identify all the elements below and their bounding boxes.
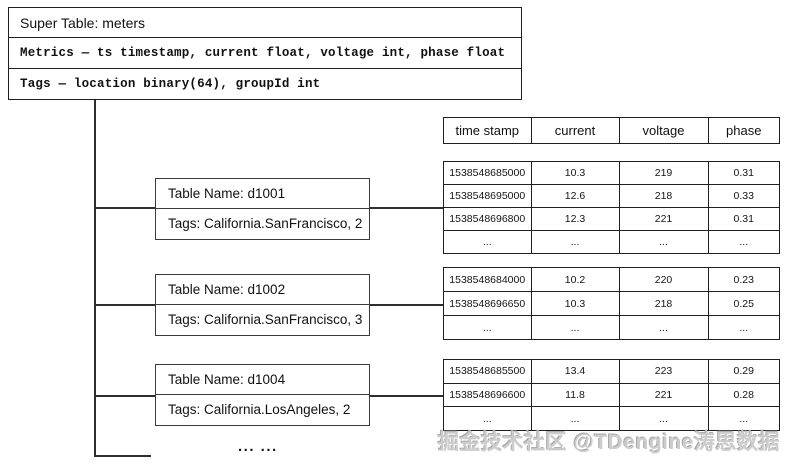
data-table-d1002: 1538548684000 10.2 220 0.23 153854869665… bbox=[443, 267, 780, 340]
branch-d1001-left bbox=[94, 207, 155, 209]
cell-current: 12.3 bbox=[530, 208, 619, 230]
super-table-title: Super Table: meters bbox=[20, 14, 146, 31]
sub-table-box-d1001: Table Name: d1001 Tags: California.SanFr… bbox=[155, 178, 370, 240]
cell-ellipsis: ... bbox=[618, 407, 708, 431]
cell-current: 10.2 bbox=[530, 268, 619, 291]
cell-timestamp: 1538548695000 bbox=[449, 190, 526, 202]
column-header-voltage: voltage bbox=[618, 118, 708, 143]
cell-timestamp: 1538548696800 bbox=[449, 213, 526, 225]
cell-phase: 0.31 bbox=[707, 208, 780, 230]
column-header-phase: phase bbox=[707, 118, 780, 143]
sub-table-tags: Tags: California.LosAngeles, 2 bbox=[156, 394, 369, 423]
branch-more-tables bbox=[94, 455, 151, 457]
branch-d1001-right bbox=[369, 207, 443, 209]
cell-phase: 0.25 bbox=[707, 292, 780, 315]
table-row: 1538548685000 10.3 219 0.31 bbox=[444, 162, 779, 184]
sub-table-name: Table Name: d1004 bbox=[168, 372, 286, 388]
cell-ellipsis: ... bbox=[707, 231, 780, 253]
table-row-ellipsis: ... ... ... ... bbox=[444, 406, 780, 431]
watermark-text: 掘金技术社区 @TDengine涛思数据 bbox=[438, 431, 780, 454]
cell-voltage: 223 bbox=[618, 360, 708, 383]
cell-timestamp: 1538548685000 bbox=[449, 167, 526, 179]
sub-table-box-d1002: Table Name: d1002 Tags: California.SanFr… bbox=[155, 274, 370, 336]
data-table-d1001: 1538548685000 10.3 219 0.31 153854869500… bbox=[443, 161, 780, 254]
cell-phase: 0.33 bbox=[707, 185, 780, 207]
sub-table-tags: Tags: California.SanFrancisco, 3 bbox=[156, 304, 369, 333]
cell-ellipsis: ... bbox=[530, 407, 619, 431]
cell-voltage: 218 bbox=[618, 292, 708, 315]
cell-ellipsis: ... bbox=[482, 321, 492, 334]
cell-ellipsis: ... bbox=[707, 316, 780, 339]
cell-voltage: 220 bbox=[618, 268, 708, 291]
cell-voltage: 221 bbox=[618, 208, 708, 230]
cell-voltage: 221 bbox=[618, 383, 708, 407]
super-table-metrics: Metrics — ts timestamp, current float, v… bbox=[9, 37, 521, 68]
table-row: 1538548685500 13.4 223 0.29 bbox=[444, 360, 779, 383]
cell-timestamp: 1538548696600 bbox=[449, 389, 526, 401]
cell-timestamp: 1538548696650 bbox=[449, 297, 526, 310]
cell-ellipsis: ... bbox=[530, 231, 619, 253]
table-row: 1538548695000 12.6 218 0.33 bbox=[444, 184, 779, 207]
table-row: 1538548696600 11.8 221 0.28 bbox=[444, 382, 780, 407]
more-tables-ellipsis: ... ... bbox=[238, 438, 278, 455]
data-table-d1004: 1538548685500 13.4 223 0.29 153854869660… bbox=[443, 359, 780, 431]
cell-current: 11.8 bbox=[530, 383, 619, 407]
table-row: 1538548696650 10.3 218 0.25 bbox=[444, 291, 779, 315]
cell-phase: 0.31 bbox=[707, 162, 780, 184]
branch-d1002-left bbox=[94, 304, 155, 306]
cell-phase: 0.28 bbox=[707, 383, 780, 407]
sub-table-box-d1004: Table Name: d1004 Tags: California.LosAn… bbox=[155, 364, 370, 426]
table-row: 1538548684000 10.2 220 0.23 bbox=[444, 268, 779, 291]
cell-current: 10.3 bbox=[530, 162, 619, 184]
cell-timestamp: 1538548684000 bbox=[449, 273, 526, 286]
branch-d1004-left bbox=[94, 395, 155, 397]
cell-ellipsis: ... bbox=[482, 412, 492, 425]
cell-current: 12.6 bbox=[530, 185, 619, 207]
column-header-current: current bbox=[530, 118, 619, 143]
cell-voltage: 218 bbox=[618, 185, 708, 207]
branch-d1004-right bbox=[369, 395, 443, 397]
cell-phase: 0.29 bbox=[707, 360, 780, 383]
sub-table-name: Table Name: d1001 bbox=[168, 186, 286, 202]
cell-ellipsis: ... bbox=[618, 316, 708, 339]
column-header-time-stamp: time stamp bbox=[455, 123, 520, 138]
column-header-table: time stamp current voltage phase bbox=[443, 117, 780, 144]
cell-voltage: 219 bbox=[618, 162, 708, 184]
header-row: time stamp current voltage phase bbox=[444, 118, 779, 143]
table-row-ellipsis: ... ... ... ... bbox=[444, 315, 779, 339]
branch-d1002-right bbox=[369, 304, 443, 306]
super-table-tags: Tags — location binary(64), groupId int bbox=[9, 68, 521, 99]
sub-table-tags: Tags: California.SanFrancisco, 2 bbox=[156, 208, 369, 237]
cell-timestamp: 1538548685500 bbox=[449, 365, 526, 378]
cell-ellipsis: ... bbox=[707, 407, 780, 431]
trunk-line bbox=[94, 99, 96, 457]
sub-table-name: Table Name: d1002 bbox=[168, 282, 286, 298]
table-row-ellipsis: ... ... ... ... bbox=[444, 230, 779, 253]
cell-ellipsis: ... bbox=[530, 316, 619, 339]
cell-current: 13.4 bbox=[530, 360, 619, 383]
table-row: 1538548696800 12.3 221 0.31 bbox=[444, 207, 779, 230]
super-table-box: Super Table: meters Metrics — ts timesta… bbox=[8, 7, 522, 100]
cell-ellipsis: ... bbox=[618, 231, 708, 253]
cell-current: 10.3 bbox=[530, 292, 619, 315]
cell-ellipsis: ... bbox=[482, 236, 492, 248]
cell-phase: 0.23 bbox=[707, 268, 780, 291]
